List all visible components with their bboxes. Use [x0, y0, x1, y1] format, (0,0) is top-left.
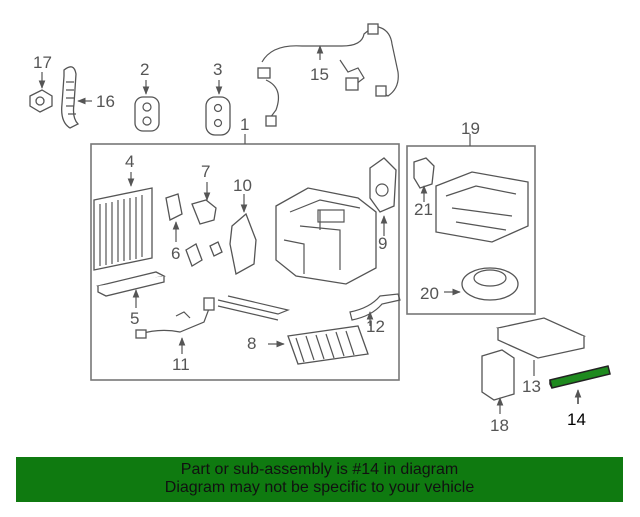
part-17-clip[interactable] [29, 72, 53, 113]
callout-3[interactable]: 3 [213, 60, 223, 79]
callout-6[interactable]: 6 [171, 244, 181, 263]
part-8-heater-core[interactable] [217, 295, 369, 365]
callout-1[interactable]: 1 [240, 115, 250, 134]
part-7-motor[interactable] [185, 182, 223, 267]
callout-4[interactable]: 4 [125, 152, 135, 171]
callout-17[interactable]: 17 [33, 53, 52, 72]
callout-14[interactable]: 14 [567, 410, 586, 429]
part-18-module[interactable] [481, 349, 515, 414]
callout-20[interactable]: 20 [420, 284, 439, 303]
part-10-damper[interactable] [229, 194, 257, 276]
callout-8[interactable]: 8 [247, 334, 257, 353]
callout-5[interactable]: 5 [130, 309, 140, 328]
part-13-filter[interactable] [495, 317, 587, 376]
callout-7[interactable]: 7 [201, 162, 211, 181]
part-14-highlighted[interactable] [549, 365, 611, 404]
callout-13[interactable]: 13 [522, 377, 541, 396]
part-21-resistor[interactable] [413, 157, 435, 202]
part-16-hose[interactable] [61, 66, 92, 129]
blower-assembly-frame [406, 145, 536, 315]
callout-18[interactable]: 18 [490, 416, 509, 435]
part-6-bracket[interactable] [165, 193, 183, 242]
callout-10[interactable]: 10 [233, 176, 252, 195]
banner-line-1: Part or sub-assembly is #14 in diagram [180, 461, 459, 478]
part-20-blower-motor[interactable] [444, 267, 519, 301]
callout-9[interactable]: 9 [378, 234, 388, 253]
info-banner: Part or sub-assembly is #14 in diagram D… [16, 457, 623, 502]
part-4-evaporator[interactable] [93, 172, 153, 271]
callout-11[interactable]: 11 [172, 355, 190, 374]
callout-12[interactable]: 12 [366, 317, 385, 336]
callout-21[interactable]: 21 [414, 200, 433, 219]
part-19-blower-housing[interactable] [435, 134, 529, 243]
callout-19[interactable]: 19 [461, 119, 480, 138]
callout-16[interactable]: 16 [96, 92, 115, 111]
banner-line-2: Diagram may not be specific to your vehi… [164, 479, 475, 496]
part-2-seal[interactable] [134, 80, 160, 132]
part-15-wire-harness[interactable] [257, 23, 399, 127]
part-5-bracket[interactable] [96, 271, 166, 308]
callout-15[interactable]: 15 [310, 65, 329, 84]
callout-2[interactable]: 2 [140, 60, 150, 79]
part-11-harness[interactable] [135, 297, 215, 354]
part-9-actuator[interactable] [369, 157, 397, 236]
part-12-pipe[interactable] [349, 293, 401, 326]
part-1-heater-case[interactable] [275, 187, 377, 285]
part-3-seal[interactable] [205, 80, 231, 136]
